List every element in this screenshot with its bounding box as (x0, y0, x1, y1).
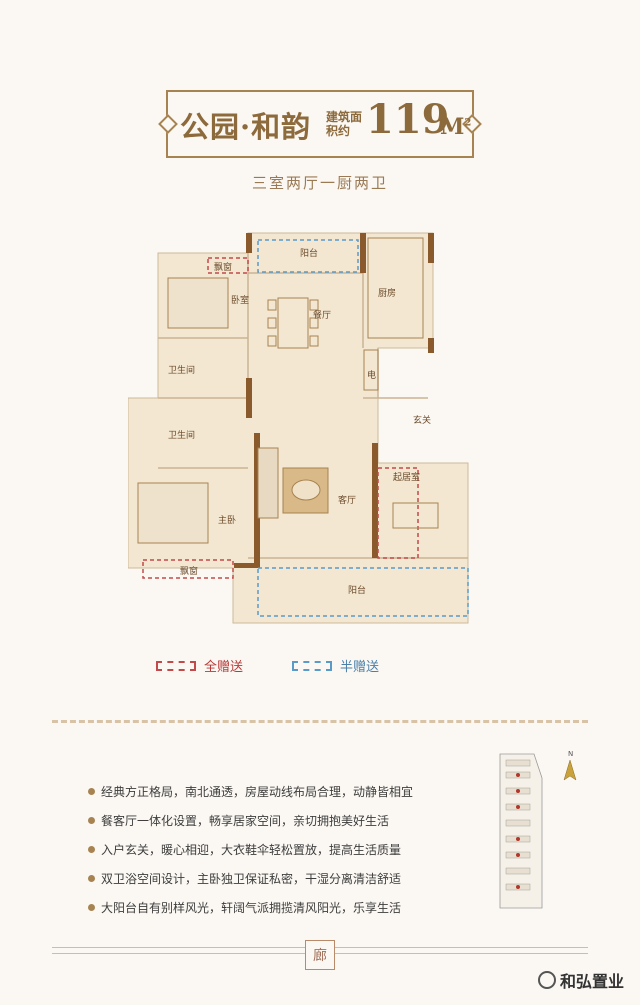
section-divider (52, 720, 588, 723)
room-label-study: 起居室 (393, 471, 420, 483)
bullet-icon (88, 787, 95, 795)
feature-item: 经典方正格局，南北通透，房屋动线布局合理，动静皆相宜 (88, 780, 413, 802)
room-label-bathroom-1: 卫生间 (168, 364, 195, 376)
area-label: 建筑面积约 (326, 110, 363, 138)
room-label-kitchen: 厨房 (378, 287, 396, 299)
title-frame (166, 90, 474, 158)
legend-half-label: 半赠送 (340, 660, 380, 675)
room-label-balcony-top: 阳台 (300, 247, 318, 259)
account-watermark: 和弘置业 (538, 968, 624, 992)
bullet-icon (88, 845, 95, 853)
feature-item: 入户玄关，暖心相迎，大衣鞋伞轻松置放，提高生活质量 (88, 838, 413, 860)
room-label-foyer: 玄关 (413, 414, 431, 426)
plan-floor (128, 232, 469, 624)
legend-full-swatch (156, 660, 196, 671)
legend-full-label: 全赠送 (204, 660, 244, 675)
feature-list: 经典方正格局，南北通透，房屋动线布局合理，动静皆相宜 餐客厅一体化设置，畅享居家… (88, 780, 413, 925)
seal-icon: 廊 (305, 940, 335, 970)
room-label-electric: 电 (367, 369, 376, 381)
plan-structural-walls (234, 233, 434, 568)
bullet-icon (88, 816, 95, 824)
area-unit: M2 (440, 114, 472, 140)
room-label-bathroom-2: 卫生间 (168, 429, 195, 441)
living-furniture (257, 447, 329, 519)
room-label-bay-window-top: 飘窗 (214, 261, 232, 273)
feature-item: 双卫浴空间设计，主卧独卫保证私密，干湿分离清洁舒适 (88, 867, 413, 889)
project-title: 公园·和韵 (180, 110, 312, 144)
electric-box (363, 349, 379, 391)
north-arrow-icon (563, 759, 577, 781)
room-label-bedroom: 卧室 (231, 294, 249, 306)
beds (137, 277, 229, 544)
feature-item: 餐客厅一体化设置，畅享居家空间，亲切拥抱美好生活 (88, 809, 413, 831)
plan-gift-outlines (142, 239, 469, 617)
room-label-master: 主卧 (218, 514, 236, 526)
bullet-icon (88, 874, 95, 882)
legend-half-gift: 半赠送 (292, 656, 379, 675)
legend-full-gift: 全赠送 (156, 656, 243, 675)
wechat-icon (538, 971, 556, 989)
area-value: 119 (366, 96, 450, 143)
room-label-dining: 餐厅 (313, 309, 331, 321)
dining-table (267, 297, 319, 349)
legend-half-swatch (292, 660, 332, 671)
room-label-bay-window-bottom: 飘窗 (180, 565, 198, 577)
floor-plan: 阳台 飘窗 卧室 餐厅 厨房 卫生间 电 玄关 卫生间 客厅 起居室 主卧 飘窗… (128, 232, 469, 624)
study-desk (392, 502, 439, 529)
kitchen-counter (367, 237, 424, 339)
room-label-living: 客厅 (338, 494, 356, 506)
bullet-icon (88, 903, 95, 911)
north-label: N (568, 750, 573, 758)
site-highlight-markers (516, 773, 520, 889)
feature-item: 大阳台自有别样风光，轩阔气派拥揽清风阳光，乐享生活 (88, 896, 413, 918)
site-minimap: N (499, 750, 577, 909)
room-label-balcony-bottom: 阳台 (348, 584, 366, 596)
layout-subtitle: 三室两厅一厨两卫 (251, 174, 388, 192)
